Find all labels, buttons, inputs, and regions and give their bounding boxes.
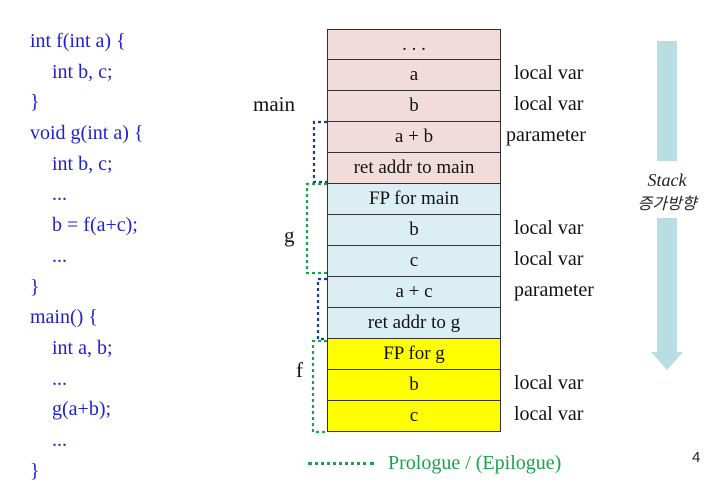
cell-role-label: local var — [514, 217, 584, 239]
stack-cell: ret addr to g — [328, 308, 500, 339]
code-line: } — [30, 459, 40, 482]
stack-cell: ret addr to main — [328, 153, 500, 184]
code-line: int f(int a) { — [30, 30, 126, 52]
stack-cell: a — [328, 60, 500, 91]
code-line: ... — [52, 183, 67, 206]
bracket-main-to-g — [312, 120, 327, 184]
cell-role-label: parameter — [506, 124, 586, 146]
cell-role-label: local var — [514, 62, 584, 84]
cell-role-label: local var — [514, 93, 584, 115]
frame-label-g: g — [284, 223, 295, 247]
code-line: b = f(a+c); — [52, 214, 138, 237]
code-line: } — [30, 91, 40, 114]
cell-role-label: local var — [514, 403, 584, 425]
code-line: int b, c; — [52, 60, 113, 83]
stack-cell: a + b — [328, 122, 500, 153]
stack-cell: . . . — [328, 30, 500, 60]
bracket-g-prologue — [305, 182, 327, 275]
page-number: 4 — [692, 449, 701, 466]
code-line: int b, c; — [52, 152, 113, 175]
stack-growth-arrow-upper — [657, 41, 677, 161]
code-line: main() { — [30, 306, 98, 329]
stack-growth-label: Stack 증가방향 — [612, 168, 722, 216]
legend: Prologue / (Epilogue) — [308, 452, 561, 475]
code-line: ... — [52, 428, 67, 451]
code-line: ... — [52, 244, 67, 267]
code-line: } — [30, 275, 40, 298]
stack-cell: b — [328, 91, 500, 122]
stack-growth-arrow-lower — [657, 218, 677, 353]
code-line: int a, b; — [52, 336, 113, 359]
cell-role-label: local var — [514, 248, 584, 270]
cell-role-label: local var — [514, 372, 584, 394]
frame-label-f: f — [296, 358, 303, 382]
stack-cell: c — [328, 401, 500, 432]
bracket-g-to-f — [316, 277, 327, 341]
code-listing: int f(int a) { int b, c;} void g(int a) { i… — [30, 26, 143, 486]
legend-dotted-line-icon — [308, 462, 374, 465]
bracket-f-prologue — [311, 339, 327, 434]
code-line: g(a+b); — [52, 398, 112, 421]
stack-cell: b — [328, 215, 500, 246]
frame-label-main: main — [253, 92, 295, 116]
stack-cell: b — [328, 370, 500, 401]
stack-cell: FP for main — [328, 184, 500, 215]
code-line: ... — [52, 367, 67, 390]
legend-text: Prologue / (Epilogue) — [388, 452, 562, 474]
stack-cell: FP for g — [328, 339, 500, 370]
cell-role-label: parameter — [514, 279, 594, 301]
code-line: void g(int a) { — [30, 122, 144, 145]
stack-growth-label-en: Stack — [647, 170, 687, 190]
stack-growth-label-ko: 증가방향 — [637, 194, 697, 213]
stack-cell: c — [328, 246, 500, 277]
stack-cell: a + c — [328, 277, 500, 308]
arrow-down-icon — [651, 352, 683, 370]
